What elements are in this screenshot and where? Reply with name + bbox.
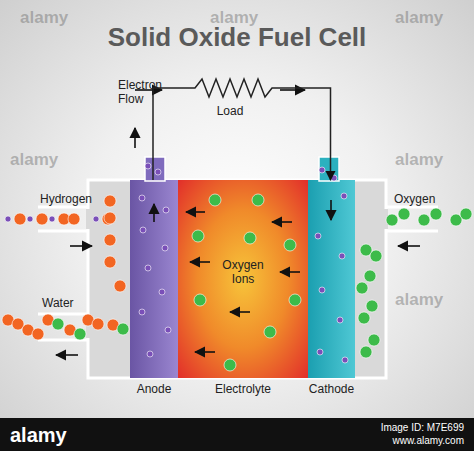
particle	[145, 163, 151, 169]
particle	[358, 312, 370, 324]
particle	[319, 167, 325, 173]
anode-terminal	[145, 157, 165, 181]
watermark: alamy	[210, 8, 258, 28]
flow-arrows	[56, 90, 420, 355]
particle	[315, 233, 321, 239]
watermark: alamy	[10, 150, 58, 170]
particle	[104, 256, 116, 268]
particle	[356, 282, 368, 294]
particle	[289, 294, 301, 306]
electrolyte-band	[178, 180, 308, 378]
outlet-label: Water	[42, 296, 74, 310]
inlet-label: Oxygen	[394, 192, 435, 206]
particle	[192, 230, 204, 242]
particle	[163, 207, 169, 213]
electrolyte-node: ElectrolyteOxygen Ions	[178, 180, 308, 378]
particle	[460, 208, 472, 220]
particle	[339, 253, 345, 259]
particle	[341, 193, 347, 199]
circuit-wire	[153, 79, 331, 180]
particle	[14, 213, 26, 225]
particle	[49, 216, 55, 222]
particle	[104, 234, 116, 246]
particle	[162, 245, 168, 251]
particle	[104, 212, 116, 224]
particle	[418, 214, 430, 226]
particle	[342, 357, 348, 363]
particle	[244, 232, 256, 244]
housing	[88, 180, 386, 378]
particle	[264, 326, 276, 338]
particle	[114, 280, 126, 292]
particle	[337, 317, 343, 323]
cathode-node: Cathode	[308, 180, 355, 378]
site-url: www.alamy.com	[393, 435, 465, 447]
particle	[139, 309, 145, 315]
particle	[140, 227, 146, 233]
particle	[104, 195, 116, 207]
anode-band	[130, 180, 178, 378]
particle	[284, 239, 296, 251]
particle	[32, 328, 44, 340]
particle	[209, 194, 221, 206]
particle	[317, 349, 323, 355]
particle	[194, 294, 206, 306]
part-label: Electrolyte	[215, 382, 271, 396]
particle	[331, 175, 337, 181]
cathode-terminal	[319, 157, 339, 181]
particles	[2, 163, 472, 371]
particle	[368, 334, 380, 346]
particle	[36, 213, 48, 225]
particle	[370, 250, 382, 262]
cathode-band	[308, 180, 355, 378]
logo: alamy	[10, 423, 67, 447]
particle	[224, 359, 236, 371]
particle	[165, 327, 171, 333]
image-id: Image ID: M7E699	[381, 422, 464, 434]
particle	[364, 270, 376, 282]
particle	[92, 318, 104, 330]
anode-node: Anode	[130, 180, 178, 378]
part-label: Cathode	[309, 382, 354, 396]
particle	[155, 169, 161, 175]
watermark: alamy	[395, 290, 443, 310]
particle	[117, 323, 129, 335]
particle	[430, 208, 442, 220]
particle	[74, 328, 86, 340]
particle	[93, 216, 99, 222]
load-label: Load	[217, 104, 244, 118]
particle	[145, 265, 151, 271]
particle	[68, 213, 80, 225]
particle	[366, 300, 378, 312]
particle	[52, 318, 64, 330]
ion-label: Oxygen Ions	[218, 258, 268, 286]
bottom-bar	[0, 418, 474, 451]
particle	[139, 195, 145, 201]
particle	[360, 346, 372, 358]
particle	[252, 194, 264, 206]
part-label: Anode	[137, 382, 172, 396]
particle	[319, 287, 325, 293]
inlet-label: Hydrogen	[40, 192, 92, 206]
particle	[398, 208, 410, 220]
particle	[5, 216, 11, 222]
watermark: alamy	[395, 8, 443, 28]
particle	[386, 214, 398, 226]
watermark: alamy	[20, 8, 68, 28]
particle	[159, 289, 165, 295]
watermark: alamy	[395, 150, 443, 170]
particle	[147, 351, 153, 357]
particle	[27, 216, 33, 222]
flow-label: Electron Flow	[118, 78, 174, 106]
